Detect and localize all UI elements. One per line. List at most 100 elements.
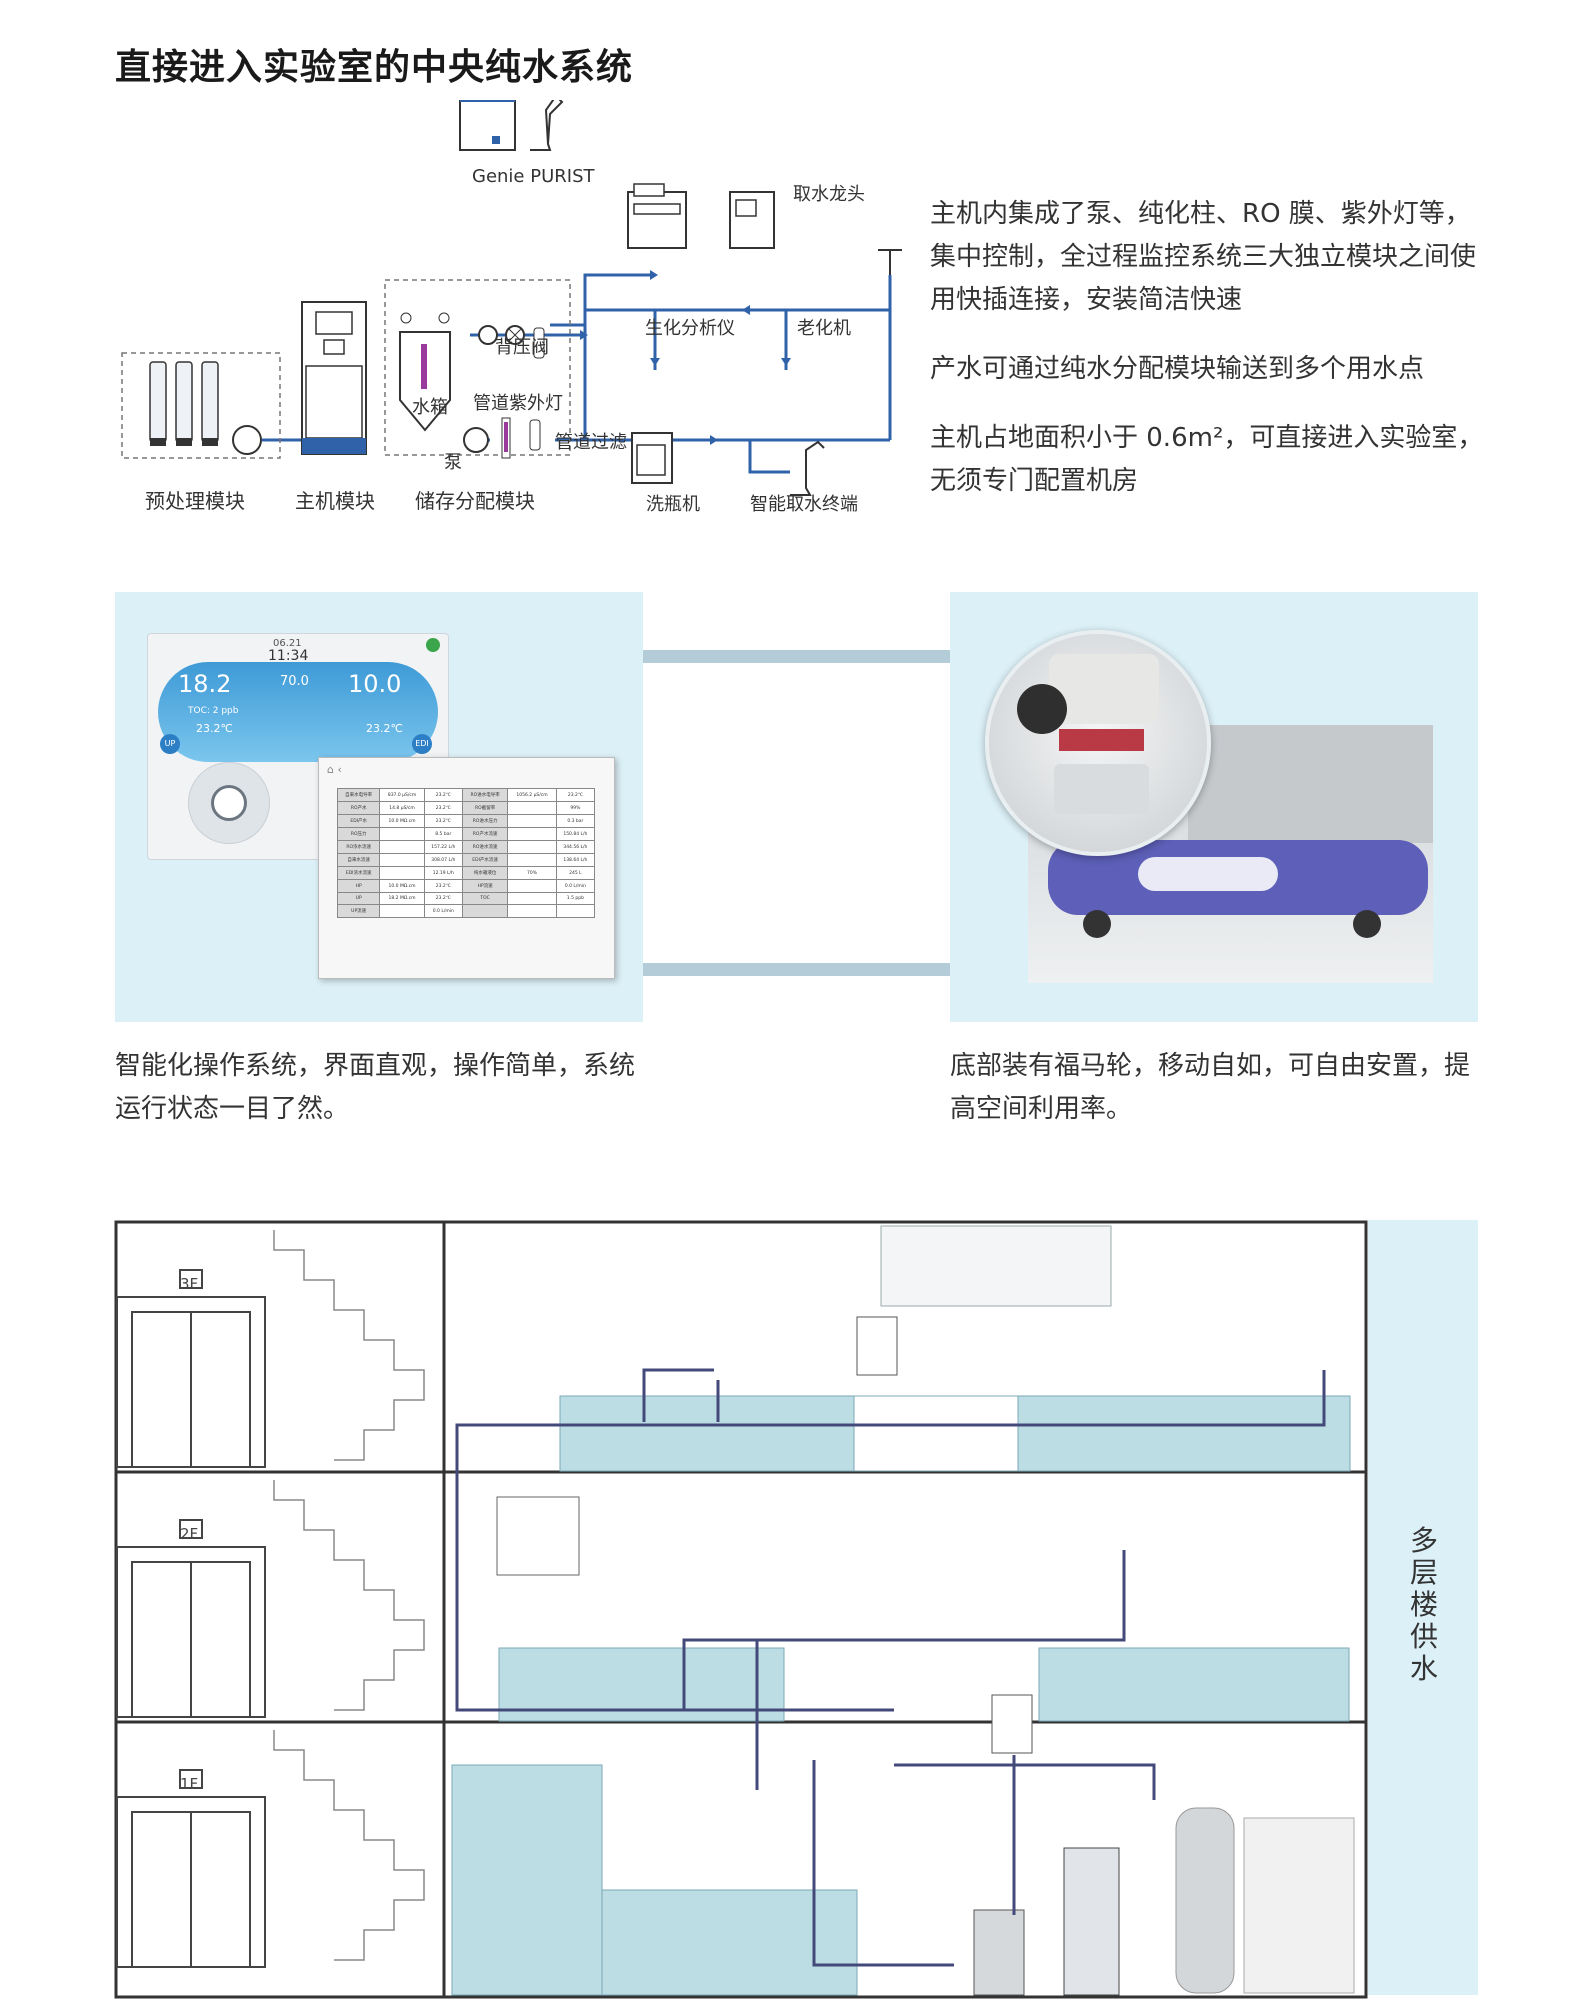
table-cell: 1056.2 μS/cm [507,788,557,802]
edi-button[interactable]: EDI [412,734,432,754]
table-cell: RO浓水流速 [336,840,381,854]
table-cell: 10.0 MΩ.cm [379,879,425,893]
label-terminal: 智能取水终端 [750,494,858,515]
label-genie-purist: Genie PURIST [472,166,595,187]
table-cell [555,904,596,918]
connector-top [643,650,950,663]
table-cell: 纯水箱液位 [461,866,509,880]
label-pump: 泵 [444,452,462,473]
table-cell: 8.5 bar [423,827,463,841]
table-cell [379,853,425,867]
table-cell: 自来水流速 [336,853,381,867]
label-back-valve: 背压阀 [495,337,549,358]
table-cell: UP流速 [336,904,381,918]
table-cell: UP [336,892,381,905]
table-cell: 344.56 L/h [555,840,596,854]
table-cell: 138.64 L/h [555,853,596,867]
table-cell [507,892,557,905]
table-cell: 150.84 L/h [555,827,596,841]
side-label: 多层楼供水 [1409,1524,1438,1685]
caster-wheel [1017,684,1067,734]
caption-caster: 底部装有福马轮，移动自如，可自由安置，提高空间利用率。 [950,1051,1471,1124]
table-cell [461,904,509,918]
table-cell: RO进水压力 [461,814,509,828]
table-cell [507,853,557,867]
label-uv: 管道紫外灯 [473,393,563,414]
table-cell: 157.22 L/h [423,840,463,854]
caster-wheel-left [1083,910,1111,938]
caster-zoom-circle [985,630,1211,856]
table-cell: RO压力 [336,827,381,841]
table-cell: 23.2℃ [423,879,463,893]
play-icon[interactable] [426,638,440,652]
system-diagram [121,100,902,496]
table-cell: RO产水流速 [461,827,509,841]
table-cell: 99% [555,801,596,815]
table-cell: 10.0 MΩ.cm [379,814,425,828]
table-cell [379,904,425,918]
caption-ui: 智能化操作系统，界面直观，操作简单，系统运行状态一目了然。 [115,1051,636,1124]
table-cell: RO产水 [336,801,381,815]
screen-date: 06.21 [273,638,302,649]
leveling-foot [1054,764,1149,814]
label-storage: 储存分配模块 [415,489,535,513]
screen-temp-left: 23.2℃ [196,722,233,735]
label-aging: 老化机 [797,318,851,339]
table-cell: EDI浓水流速 [336,866,381,880]
table-cell: 0.0 L/min [555,879,596,893]
floor-tag-3f: 3F [180,1275,199,1293]
table-cell: 245 L [555,866,596,880]
table-cell: 23.2℃ [423,892,463,905]
label-filter: 管道过滤 [555,432,627,453]
table-cell: EDI产水 [336,814,381,828]
intro-paragraph-3: 主机占地面积小于 0.6m²，可直接进入实验室，无须专门配置机房 [930,423,1484,496]
floor-tag-1f: 1F [180,1775,199,1793]
caster-red-band [1059,729,1144,751]
table-cell: 23.2℃ [423,788,463,802]
screen-temp-right: 23.2℃ [366,722,403,735]
table-cell: RO进水流速 [461,840,509,854]
table-cell: 12.19 L/h [423,866,463,880]
label-biochem: 生化分析仪 [645,318,735,339]
table-cell: 0.0 L/min [423,904,463,918]
label-tank: 水箱 [412,397,448,418]
floor-tag-2f: 2F [180,1525,199,1543]
home-icon[interactable]: ⌂ ‹ [327,763,342,776]
up-button[interactable]: UP [160,734,180,754]
control-dial[interactable] [188,762,270,844]
table-cell: 1.5 ppb [555,892,596,905]
label-washer: 洗瓶机 [646,494,700,515]
table-cell: 837.0 μS/cm [379,788,425,802]
table-cell: 14.8 μS/cm [379,801,425,815]
table-cell: RO进水电导率 [461,788,509,802]
caster-wheel-right [1353,910,1381,938]
table-cell [507,904,557,918]
base-handle [1138,857,1278,891]
table-cell: 0.3 bar [555,814,596,828]
table-cell [507,801,557,815]
table-cell: HP [336,879,381,893]
screen-toc: TOC: 2 ppb [188,706,239,716]
side-band [1368,1220,1478,1995]
label-tap: 取水龙头 [793,184,865,205]
screen-gauge-band [158,662,438,762]
side-label-wrap: 多层楼供水 [1407,1525,1441,1685]
table-cell: HP流速 [461,879,509,893]
intro-paragraph-1: 主机内集成了泵、纯化柱、RO 膜、紫外灯等，集中控制，全过程监控系统三大独立模块… [930,199,1477,315]
label-main-module: 主机模块 [295,489,375,513]
dial-center[interactable] [211,785,247,821]
table-cell: 23.2℃ [423,801,463,815]
table-cell: TOC [461,892,509,905]
table-cell [379,827,425,841]
intro-paragraph-2: 产水可通过纯水分配模块输送到多个用水点 [930,354,1425,384]
table-cell: EDI产水流速 [461,853,509,867]
table-cell [379,840,425,854]
